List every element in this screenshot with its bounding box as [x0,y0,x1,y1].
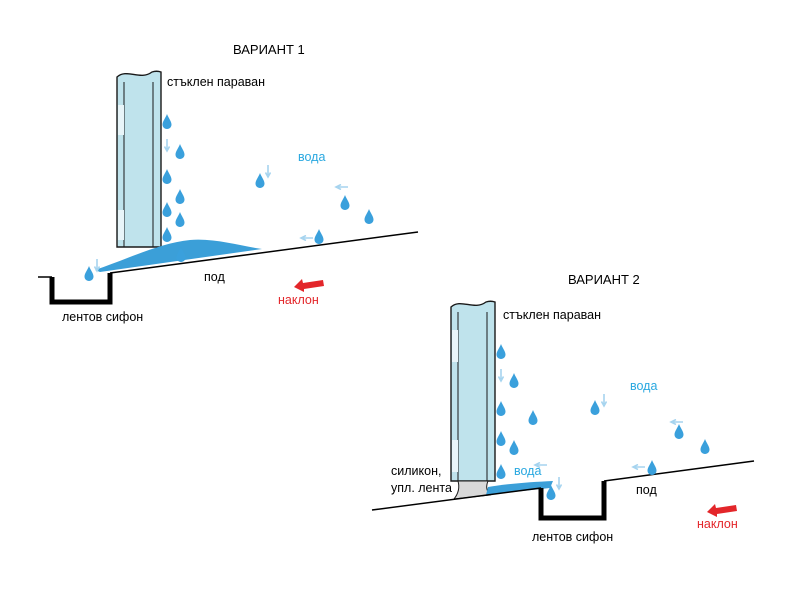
glass-panel-2 [450,300,496,482]
water-pool-2 [486,481,553,495]
floor-line-1 [38,231,419,278]
drain-label-1: лентов сифон [62,310,143,324]
drain-channel-1 [49,273,113,305]
slope-arrow-2 [707,504,737,517]
variant-2-title: ВАРИАНТ 2 [568,272,640,287]
variant-1-title: ВАРИАНТ 1 [233,42,305,57]
variant-2: ВАРИАНТ 2 стъклен параван [371,272,755,544]
glass-label-1: стъклен параван [167,75,265,89]
seal-label-line1: силикон, [391,464,441,478]
drain-channel-2 [538,481,607,521]
variant-1: ВАРИАНТ 1 стъклен параван [38,42,419,324]
seal-label-line2: упл. лента [391,481,452,495]
slope-label-1: наклон [278,293,319,307]
water-label-2b: вода [514,464,541,478]
slope-arrow-1 [294,279,324,292]
glass-label-2: стъклен параван [503,308,601,322]
water-label-1: вода [298,150,325,164]
slope-label-2: наклон [697,517,738,531]
water-label-2: вода [630,379,657,393]
glass-panel-1 [116,70,162,248]
floor-label-1: под [204,270,225,284]
floor-line-2 [371,460,755,511]
floor-label-2: под [636,483,657,497]
drain-label-2: лентов сифон [532,530,613,544]
